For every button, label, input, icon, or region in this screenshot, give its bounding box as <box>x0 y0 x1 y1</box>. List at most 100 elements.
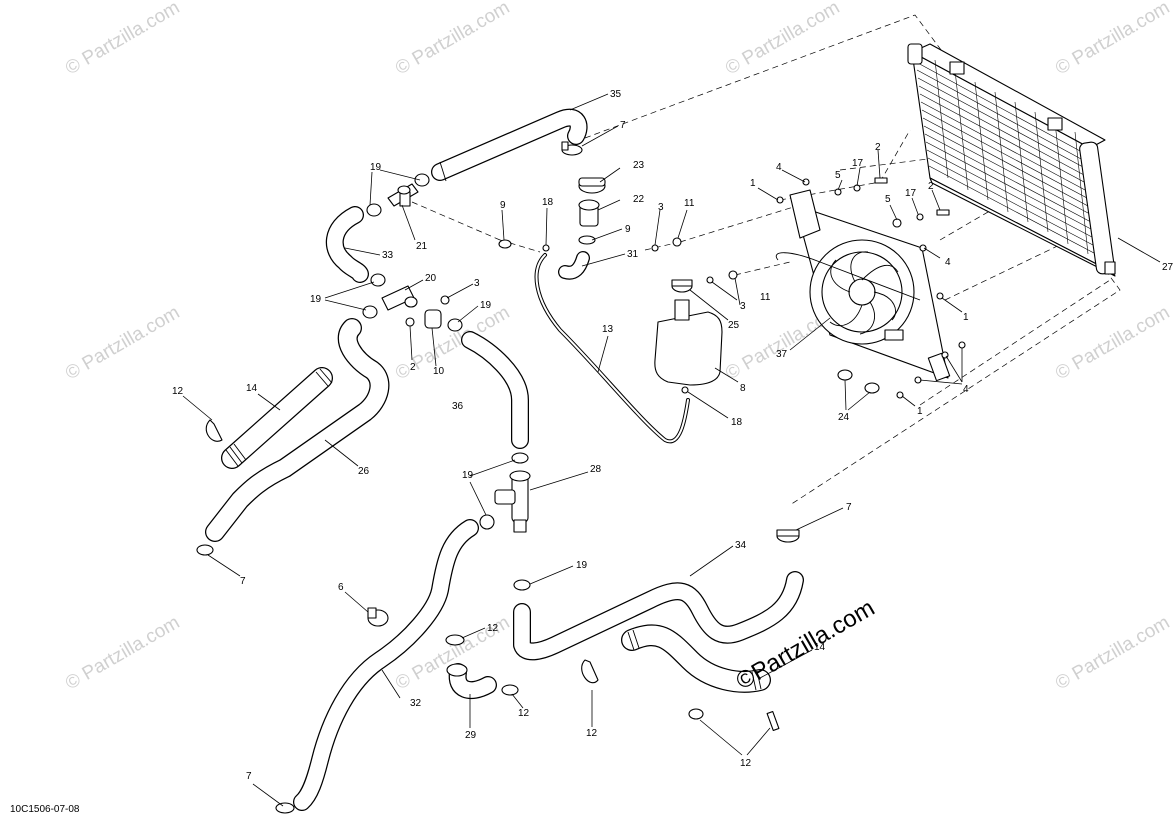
clamp <box>414 173 430 187</box>
diagram-code: 10C1506-07-08 <box>10 804 80 815</box>
clamp <box>445 634 465 646</box>
callout-23: 23 <box>633 160 645 171</box>
callout-19: 19 <box>370 162 382 173</box>
callout-8: 8 <box>740 383 746 394</box>
watermark-main: ©Partzilla.com <box>732 594 880 695</box>
callout-1: 1 <box>917 406 923 417</box>
callout-11: 11 <box>760 292 771 303</box>
callout-36: 36 <box>452 401 464 412</box>
watermark: © Partzilla.com <box>1052 612 1173 694</box>
callout-17: 17 <box>852 158 864 169</box>
callout-19: 19 <box>480 300 492 311</box>
callout-29: 29 <box>465 730 477 741</box>
watermark: © Partzilla.com <box>62 0 183 79</box>
callout-18: 18 <box>542 197 554 208</box>
callout-17: 17 <box>905 188 917 199</box>
clamp <box>578 235 596 245</box>
hose-33 <box>325 206 369 283</box>
radiator <box>907 43 1116 277</box>
clamp <box>766 710 780 732</box>
callout-6: 6 <box>338 582 344 593</box>
callout-4: 4 <box>963 384 969 395</box>
hose-36 <box>461 331 529 449</box>
callout-2: 2 <box>410 362 416 373</box>
watermark: © Partzilla.com <box>722 0 843 79</box>
callout-27: 27 <box>1162 262 1174 273</box>
watermark: © Partzilla.com <box>1052 0 1173 79</box>
clamp <box>196 544 214 556</box>
clamp <box>362 305 378 319</box>
clamp <box>511 452 529 464</box>
hardware <box>542 177 966 399</box>
clamp-screw <box>561 141 569 151</box>
clamp <box>275 802 295 814</box>
callout-31: 31 <box>627 249 639 260</box>
callout-4: 4 <box>945 257 951 268</box>
watermark: © Partzilla.com <box>62 302 183 384</box>
fan-assembly <box>775 189 951 382</box>
callout-2: 2 <box>875 142 881 153</box>
callout-9: 9 <box>625 224 631 235</box>
hose-14-right <box>621 624 771 693</box>
callout-18: 18 <box>731 417 743 428</box>
spring-clamp-12 <box>205 419 223 442</box>
thermostat-housing-28 <box>494 470 531 533</box>
clamp <box>479 514 495 530</box>
hose-29 <box>446 663 497 700</box>
callout-13: 13 <box>602 324 614 335</box>
hose-14-left <box>221 367 333 469</box>
callout-7: 7 <box>846 502 852 513</box>
tee-fitting-21 <box>387 183 419 207</box>
callout-7: 7 <box>620 120 626 131</box>
callout-10: 10 <box>433 366 445 377</box>
tee-fitting-20 <box>381 285 418 311</box>
callout-12: 12 <box>586 728 598 739</box>
callout-19: 19 <box>310 294 322 305</box>
callout-14: 14 <box>814 642 826 653</box>
callout-5: 5 <box>885 194 891 205</box>
callout-9: 9 <box>500 200 506 211</box>
callout-3: 3 <box>740 301 746 312</box>
clamp-6 <box>367 607 389 627</box>
hose-34 <box>513 571 804 661</box>
watermark: © Partzilla.com <box>392 0 513 79</box>
callout-20: 20 <box>425 273 437 284</box>
callout-11: 11 <box>684 198 695 209</box>
callout-12: 12 <box>740 758 752 769</box>
callout-24: 24 <box>838 412 850 423</box>
callout-21: 21 <box>416 241 428 252</box>
callout-14: 14 <box>246 383 258 394</box>
callout-22: 22 <box>633 194 645 205</box>
callout-3: 3 <box>474 278 480 289</box>
callout-1: 1 <box>750 178 756 189</box>
callout-26: 26 <box>358 466 370 477</box>
callout-19: 19 <box>462 470 474 481</box>
callout-numbers: 35 7 19 21 33 20 19 3 19 2 10 9 18 23 22… <box>172 89 1174 782</box>
hose-31 <box>558 251 590 280</box>
callout-5: 5 <box>835 170 841 181</box>
watermark: © Partzilla.com <box>1052 302 1173 384</box>
hose-35 <box>431 108 588 182</box>
screw <box>405 317 415 327</box>
hose-32 <box>293 519 479 811</box>
callout-12: 12 <box>518 708 530 719</box>
filler-neck-22 <box>578 199 600 227</box>
clamp <box>370 273 386 287</box>
valve-10 <box>424 309 442 329</box>
callout-32: 32 <box>410 698 422 709</box>
spring-clamp-12 <box>581 659 599 684</box>
clamp <box>688 708 704 720</box>
callout-2: 2 <box>928 181 934 192</box>
clamp <box>513 579 531 591</box>
hose-26 <box>205 318 390 542</box>
callout-28: 28 <box>590 464 602 475</box>
clamp <box>501 684 519 696</box>
callout-3: 3 <box>658 202 664 213</box>
callout-12: 12 <box>487 623 499 634</box>
watermark: © Partzilla.com <box>62 612 183 694</box>
callout-33: 33 <box>382 250 394 261</box>
callout-7: 7 <box>240 576 246 587</box>
cap-23 <box>578 177 606 194</box>
cap-7 <box>776 529 800 543</box>
